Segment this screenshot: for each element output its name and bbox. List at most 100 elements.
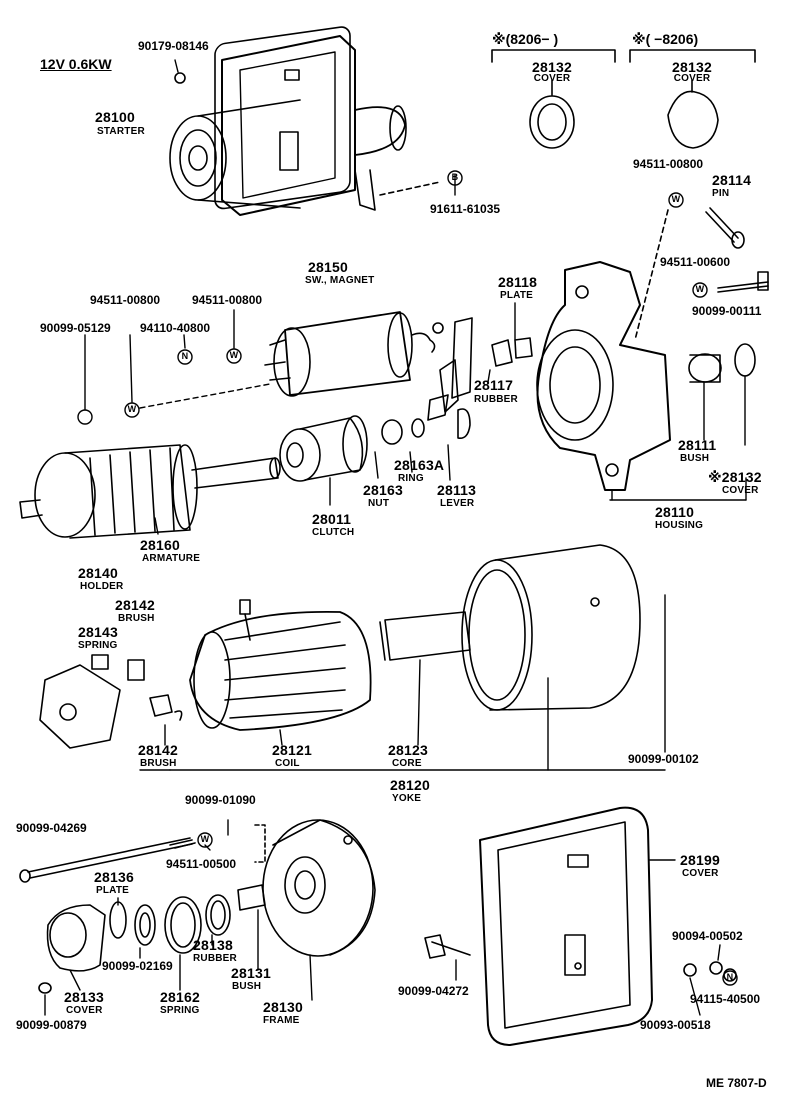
part-number-28162: 28162 <box>160 989 200 1005</box>
yoke-drawing <box>379 544 641 711</box>
part-name-cover-right: COVER <box>673 73 711 84</box>
part-number-90179: 90179-08146 <box>138 39 209 53</box>
part-name-cover-end: COVER <box>66 1005 103 1016</box>
part-number-91611: 91611-61035 <box>430 202 501 216</box>
part-name-bush-end: BUSH <box>232 981 262 992</box>
part-name-armature: ARMATURE <box>142 553 201 564</box>
marker-w-armature: W <box>127 404 137 414</box>
part-number-90093: 90093-00518 <box>640 1018 711 1032</box>
part-number-28140: 28140 <box>78 565 118 581</box>
magnet-switch-drawing <box>264 311 444 397</box>
armature-drawing <box>19 444 281 539</box>
part-name-clutch: CLUTCH <box>312 527 355 538</box>
part-number-90099-2169: 90099-02169 <box>102 959 173 973</box>
part-name-ring: RING <box>398 473 424 484</box>
part-number-28142-lower: 28142 <box>138 742 178 758</box>
part-name-yoke: YOKE <box>392 793 422 804</box>
washer-markers <box>77 170 738 986</box>
part-number-28131: 28131 <box>231 965 271 981</box>
part-name-housing: HOUSING <box>655 520 704 531</box>
part-name-pin: PIN <box>712 188 730 199</box>
marker-n-cover: N <box>726 972 734 982</box>
part-number-28142-upper: 28142 <box>115 597 155 613</box>
part-name-plate-end: PLATE <box>96 885 130 896</box>
part-number-28136: 28136 <box>94 869 134 885</box>
marker-n-solenoid: N <box>181 351 189 361</box>
part-number-94511-800a: 94511-00800 <box>90 293 161 307</box>
part-number-28113: 28113 <box>437 482 477 498</box>
part-number-28118: 28118 <box>498 274 538 290</box>
large-cover-drawing <box>424 806 737 1046</box>
part-number-90099-5129: 90099-05129 <box>40 321 111 335</box>
part-name-plate: PLATE <box>500 290 534 301</box>
part-number-28132-star: ※28132 <box>708 469 762 485</box>
part-number-90094: 90094-00502 <box>672 929 743 943</box>
part-number-28111: 28111 <box>678 437 717 453</box>
part-name-brush-upper: BRUSH <box>118 613 155 624</box>
part-number-28110: 28110 <box>655 504 695 520</box>
frame-drawing <box>254 819 376 957</box>
part-number-28132-right: 28132 <box>672 59 712 75</box>
part-number-28133: 28133 <box>64 989 104 1005</box>
housing-drawing <box>536 261 756 491</box>
date-range-right: ※( −8206) <box>632 31 699 47</box>
part-number-90099-4272: 90099-04272 <box>398 984 469 998</box>
pin-and-bolt-drawings <box>634 207 769 341</box>
part-number-28163: 28163 <box>363 482 403 498</box>
part-number-28163A: 28163A <box>394 457 445 473</box>
lever-assembly-drawing <box>381 317 533 445</box>
part-name-frame: FRAME <box>263 1015 300 1026</box>
cover-28132-drawings <box>491 49 756 149</box>
part-name-rubber: RUBBER <box>474 394 518 405</box>
part-number-28120: 28120 <box>390 777 430 793</box>
diagram-reference-code: ME 7807-D <box>706 1076 767 1090</box>
part-number-28011: 28011 <box>312 511 352 527</box>
part-name-spring-end: SPRING <box>160 1005 200 1016</box>
part-number-90099-879: 90099-00879 <box>16 1018 87 1032</box>
part-number-90099-1090: 90099-01090 <box>185 793 256 807</box>
part-number-90099-111: 90099-00111 <box>692 304 762 318</box>
part-name-lever: LEVER <box>440 498 475 509</box>
part-number-28160: 28160 <box>140 537 180 553</box>
marker-b: B <box>451 172 459 182</box>
part-number-28199: 28199 <box>680 852 720 868</box>
clutch-drawing <box>279 415 368 482</box>
part-number-94511-top: 94511-00800 <box>633 157 704 171</box>
part-name-cover-star: COVER <box>722 485 759 496</box>
part-name-core: CORE <box>392 758 422 769</box>
part-number-94511-500: 94511-00500 <box>166 857 237 871</box>
part-number-94511-800b: 94511-00800 <box>192 293 263 307</box>
starter-assembly-drawing <box>169 26 441 216</box>
part-name-cover-left: COVER <box>533 73 571 84</box>
part-number-90099-4269: 90099-04269 <box>16 821 87 835</box>
electrical-spec: 12V 0.6KW <box>40 56 112 72</box>
through-bolt-drawing <box>19 837 196 883</box>
part-number-28132-left: 28132 <box>532 59 572 75</box>
part-number-28117: 28117 <box>474 377 514 393</box>
part-name-cover-large: COVER <box>682 868 719 879</box>
marker-w-frame: W <box>200 834 210 844</box>
marker-w-bolt: W <box>695 284 705 294</box>
part-number-28123: 28123 <box>388 742 428 758</box>
part-name-starter: STARTER <box>97 126 145 137</box>
marker-w-solenoid: W <box>229 350 239 360</box>
part-name-spring: SPRING <box>78 640 118 651</box>
part-number-28138: 28138 <box>193 937 233 953</box>
part-name-holder: HOLDER <box>80 581 124 592</box>
marker-w-housing: W <box>671 194 681 204</box>
part-name-coil: COIL <box>275 758 300 769</box>
part-number-28143: 28143 <box>78 624 118 640</box>
part-number-28121: 28121 <box>272 742 312 758</box>
part-number-28150: 28150 <box>308 259 348 275</box>
part-number-28100: 28100 <box>95 109 135 125</box>
date-range-left: ※(8206− ) <box>492 31 559 47</box>
part-name-rubber-end: RUBBER <box>193 953 237 964</box>
part-number-90099-102: 90099-00102 <box>628 752 699 766</box>
part-name-nut: NUT <box>368 498 390 509</box>
brush-holder-drawing <box>39 654 183 749</box>
part-number-28114: 28114 <box>712 172 752 188</box>
leader-lines <box>44 59 747 1016</box>
part-number-94115: 94115-40500 <box>690 992 761 1006</box>
